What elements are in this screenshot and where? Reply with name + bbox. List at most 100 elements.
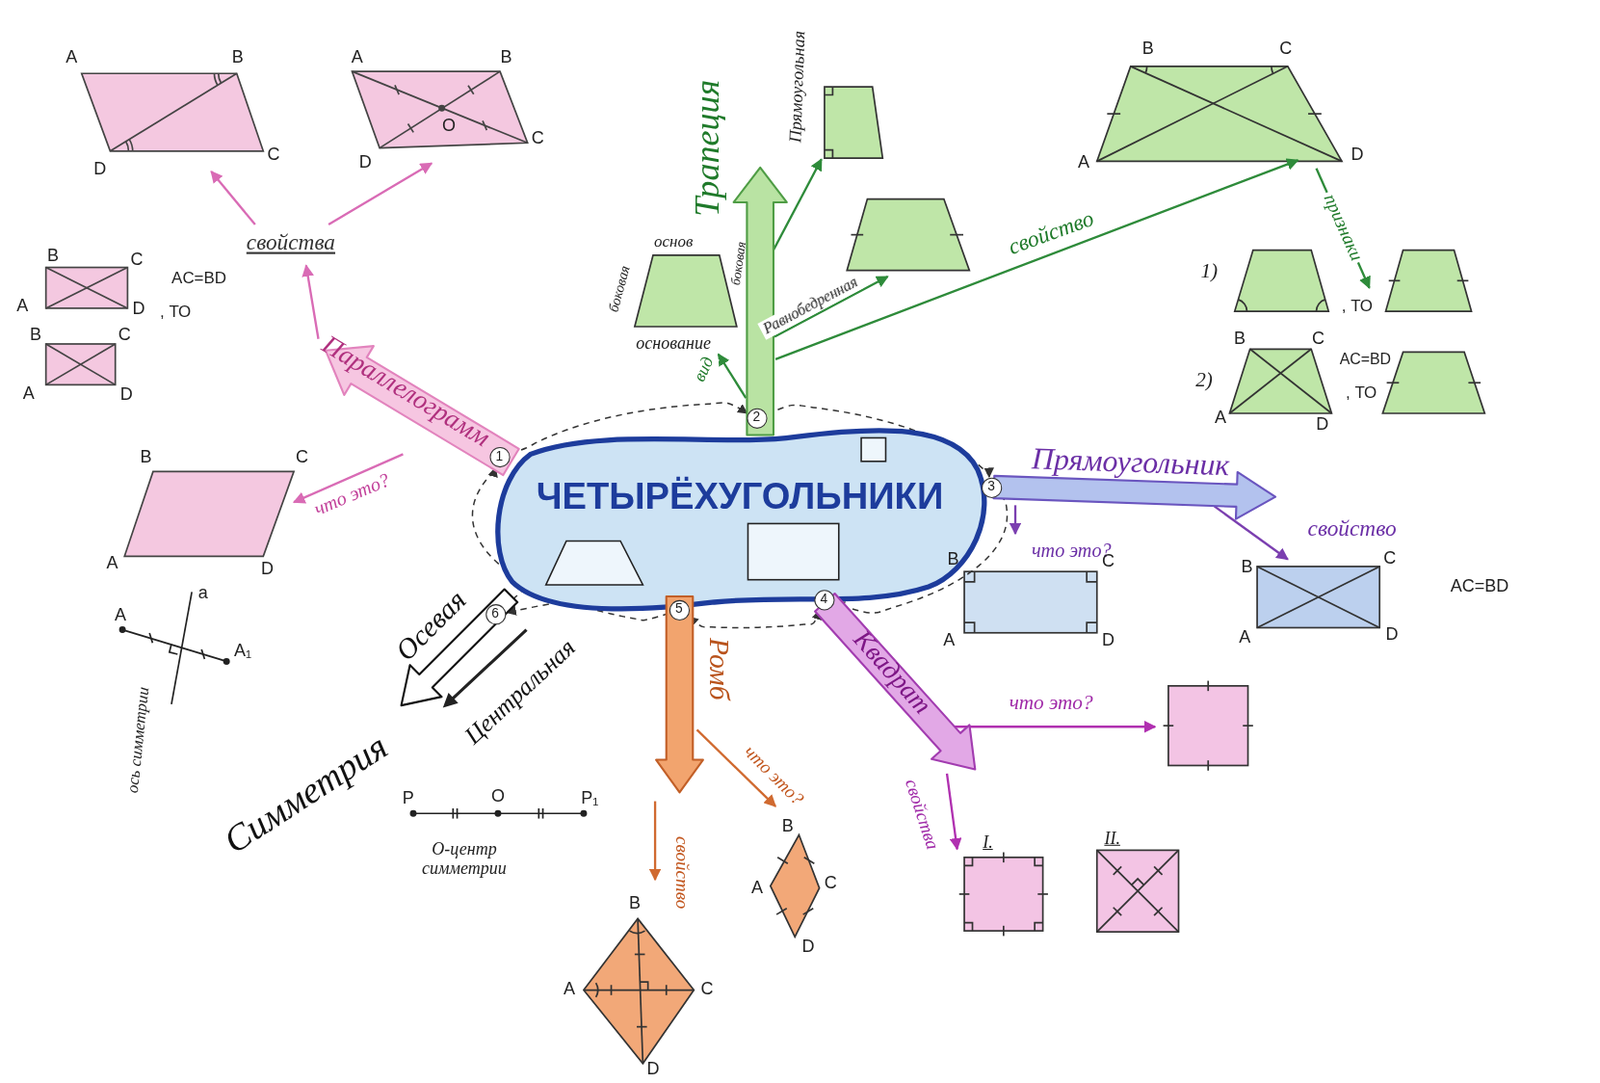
trapezoid-figure (846, 199, 970, 271)
callout-number: 2 (753, 410, 761, 425)
leader-arrow (1014, 504, 1017, 534)
vertex-letter: D (132, 299, 146, 319)
branch-note: свойства (900, 776, 943, 852)
callout-number: 6 (485, 603, 506, 625)
parallelogram-figure (351, 71, 527, 148)
axis-note: ось симметрии (123, 685, 153, 794)
vertex-letter: P₁ (580, 789, 599, 810)
formula: , ТО (1345, 384, 1377, 403)
vertex-letter: A (1214, 408, 1227, 428)
trapezoid-figure (1271, 66, 1273, 74)
square-figure (1002, 925, 1005, 937)
symmetry-figure (410, 811, 416, 816)
symmetry-figure (580, 811, 586, 816)
trapezoid-figure (1386, 250, 1472, 313)
trapezoid-figure (824, 86, 833, 95)
symmetry-figure (171, 591, 192, 705)
symmetry-figure (542, 808, 545, 819)
rectangle-figure (1086, 622, 1098, 633)
square-figure (1037, 892, 1049, 895)
vertex-letter: C (295, 447, 309, 468)
parallelogram-figure (394, 84, 399, 95)
leader-arrow (654, 801, 656, 881)
formula: AC=BD (171, 268, 227, 288)
parallelogram-figure (46, 267, 129, 309)
vertex-letter: C (1279, 39, 1292, 59)
branch-arrow: Ромб (615, 596, 743, 792)
vertex-letter: B (946, 550, 959, 571)
parallelogram-figure (124, 471, 294, 556)
square-figure (1034, 922, 1043, 931)
square-figure (964, 857, 1044, 931)
symmetry-figure (119, 627, 125, 632)
vertex-letter: C (824, 873, 838, 893)
trapezoid-figure (1308, 112, 1322, 115)
rhombus-figure (803, 908, 814, 915)
vertex-letter: A (106, 553, 119, 574)
rectangle-figure (964, 571, 1098, 633)
square-figure (964, 922, 972, 931)
rhombus-figure (634, 953, 646, 956)
cycle-connector (688, 609, 820, 628)
square-figure (959, 892, 971, 895)
vertex-letter: A (16, 296, 28, 316)
parallelogram-figure (218, 73, 222, 83)
vertex-letter: A (563, 980, 576, 1000)
leader-arrow (1316, 168, 1370, 289)
formula: , ТО (1341, 296, 1373, 315)
trapezoid-figure (949, 234, 964, 237)
branch-note: свойство (1308, 516, 1397, 542)
square-figure (1242, 724, 1254, 727)
parallelogram-figure (109, 73, 237, 152)
symmetry-figure (169, 643, 178, 655)
parallelogram-figure (46, 267, 129, 309)
square-figure (1206, 760, 1209, 771)
leader-arrow (718, 158, 1370, 398)
vertex-letter: D (646, 1059, 659, 1079)
leader-arrow (210, 162, 432, 502)
square-figure (1097, 849, 1180, 932)
rhombus-figure (777, 857, 788, 864)
branch-note: свойство (671, 836, 692, 909)
leader-arrow (946, 725, 1155, 728)
vertex-letter: C (1383, 550, 1396, 570)
rectangle-figure (1257, 566, 1380, 629)
square-figure (1002, 852, 1005, 864)
trapezoid-icon (546, 540, 644, 585)
square-figure (1154, 865, 1162, 874)
callout-number: 3 (981, 477, 1002, 499)
leader-arrow (946, 773, 958, 849)
trapezoid-figure (1237, 299, 1247, 312)
square-figure (1113, 907, 1122, 916)
callout-number: 4 (813, 589, 835, 610)
symmetry-figure (495, 811, 500, 816)
square-figure (1097, 849, 1180, 932)
square-figure (959, 681, 1254, 937)
vertex-letter: a (198, 584, 209, 604)
kind-note: Прямоугольная (786, 30, 810, 144)
trapezoid-figure (1145, 66, 1147, 74)
rectangle-figure (1086, 571, 1098, 582)
leader-arrow (210, 171, 256, 225)
leader-arrow (328, 162, 432, 225)
item-number: I. (982, 833, 994, 853)
arrow-band (734, 167, 787, 436)
vertex-letter: D (120, 385, 133, 405)
parallelogram-figure (46, 71, 528, 556)
arrow-band (655, 596, 704, 792)
rhombus-figure (639, 981, 648, 990)
vertex-letter: A (23, 384, 35, 404)
branch-title: Прямоугольник (1031, 441, 1231, 482)
leader-arrow (718, 354, 747, 399)
vertex-letter: C (266, 145, 280, 165)
parallelogram-figure (351, 71, 527, 143)
trapezoid-figure (1097, 66, 1288, 162)
trapezoid-figure (1229, 348, 1312, 414)
branch-note: признаки (1317, 187, 1368, 266)
topic-title: ЧЕТЫРЁХУГОЛЬНИКИ (536, 475, 945, 517)
symmetry-figure (149, 632, 153, 643)
vertex-letter: B (47, 246, 59, 266)
center-note: O-центр симметрии (413, 839, 516, 879)
vertex-letter: A (943, 630, 955, 651)
vertex-letter: A₁ (234, 641, 252, 661)
